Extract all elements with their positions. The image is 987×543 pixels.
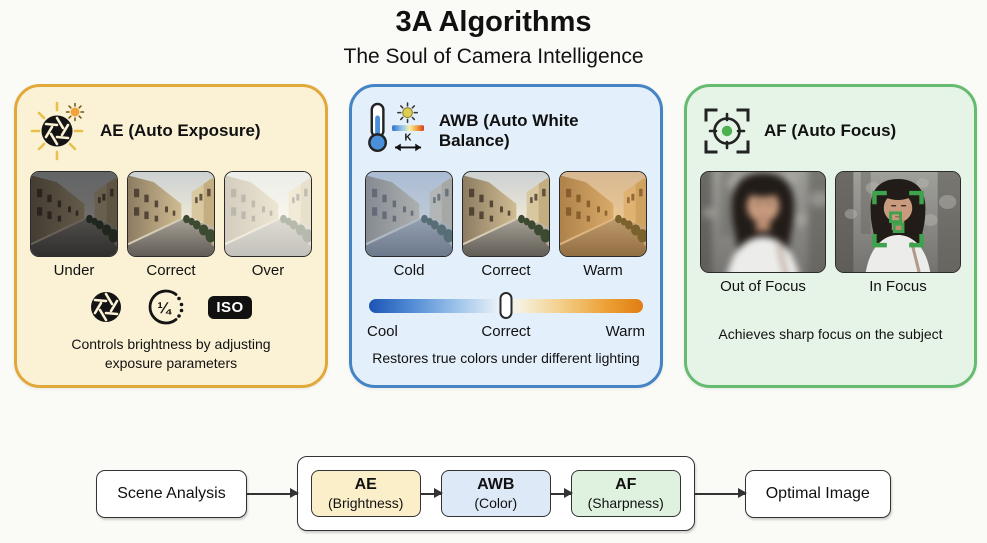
flow-step-af: AF (Sharpness) bbox=[570, 470, 681, 517]
af-panel-title: AF (Auto Focus) bbox=[764, 121, 897, 140]
af-label-in-focus: In Focus bbox=[869, 278, 927, 295]
awb-thumbs: Cold Correct Warm bbox=[365, 171, 647, 279]
header: 3A Algorithms The Soul of Camera Intelli… bbox=[0, 0, 987, 69]
white-balance-slider bbox=[369, 292, 643, 319]
ae-over-column: Over bbox=[224, 171, 312, 279]
3a-pipeline-group: AE (Brightness) AWB (Color) AF (Sharpnes… bbox=[296, 456, 695, 531]
ae-panel-header: AE (Auto Exposure) bbox=[30, 97, 312, 165]
optimal-image-box: Optimal Image bbox=[744, 469, 891, 518]
awb-label-warm: Warm bbox=[583, 262, 623, 279]
processing-pipeline: Scene Analysis AE (Brightness) AWB (Colo… bbox=[0, 456, 987, 531]
flow-step-ae: AE (Brightness) bbox=[310, 470, 421, 517]
arrow-ae-to-awb bbox=[420, 488, 443, 498]
flow-step-awb-sub: (Color) bbox=[474, 495, 518, 511]
exposure-parameter-icons: ¼ ISO bbox=[30, 289, 312, 325]
flow-step-awb-abbr: AWB bbox=[477, 476, 515, 493]
kelvin-label: K bbox=[405, 133, 412, 144]
flow-step-af-sub: (Sharpness) bbox=[587, 495, 664, 511]
arrow-to-pipeline bbox=[246, 488, 299, 498]
af-out-of-focus-column: Out of Focus bbox=[700, 171, 826, 295]
slider-label-warm: Warm bbox=[605, 323, 646, 340]
correct-exposure-street-image bbox=[127, 171, 215, 257]
panel-af: AF (Auto Focus) Out of Focus bbox=[684, 84, 977, 388]
flow-step-awb: AWB (Color) bbox=[440, 470, 551, 517]
shutter-fraction-label: ¼ bbox=[158, 300, 173, 317]
correct-white-balance-street-image bbox=[462, 171, 550, 257]
af-thumbs: Out of Focus bbox=[700, 171, 961, 295]
panel-awb: K AWB (Auto White Balance) Cold bbox=[349, 84, 663, 388]
aperture-icon bbox=[91, 292, 122, 322]
overexposed-street-image bbox=[224, 171, 312, 257]
flow-step-af-abbr: AF bbox=[615, 476, 637, 493]
scene-analysis-box: Scene Analysis bbox=[96, 469, 247, 518]
ae-label-under: Under bbox=[53, 262, 95, 279]
slider-label-cool: Cool bbox=[367, 323, 398, 340]
awb-cold-column: Cold bbox=[365, 171, 453, 279]
af-caption: Achieves sharp focus on the subject bbox=[718, 326, 943, 342]
awb-caption: Restores true colors under different lig… bbox=[372, 350, 640, 366]
af-in-focus-column: In Focus bbox=[835, 171, 961, 295]
af-panel-header: AF (Auto Focus) bbox=[700, 97, 961, 165]
page-title: 3A Algorithms bbox=[395, 6, 592, 38]
panels-row: AE (Auto Exposure) Under Correct bbox=[0, 84, 987, 388]
ae-label-correct: Correct bbox=[146, 262, 196, 279]
cold-white-balance-street-image bbox=[365, 171, 453, 257]
iso-badge: ISO bbox=[208, 295, 252, 319]
awb-warm-column: Warm bbox=[559, 171, 647, 279]
ae-thumbs: Under Correct Over bbox=[30, 171, 312, 279]
ae-panel-title: AE (Auto Exposure) bbox=[100, 121, 261, 140]
ae-label-over: Over bbox=[251, 262, 285, 279]
flow-step-ae-sub: (Brightness) bbox=[328, 495, 404, 511]
ae-caption: Controls brightness by adjusting exposur… bbox=[71, 336, 271, 371]
slider-label-correct: Correct bbox=[481, 323, 531, 340]
af-label-out-of-focus: Out of Focus bbox=[720, 278, 806, 295]
in-focus-portrait-image bbox=[835, 171, 961, 273]
awb-correct-column: Correct bbox=[462, 171, 550, 279]
awb-label-correct: Correct bbox=[481, 262, 531, 279]
slider-handle bbox=[499, 292, 513, 319]
arrow-awb-to-af bbox=[550, 488, 573, 498]
ae-correct-column: Correct bbox=[127, 171, 215, 279]
awb-panel-title: AWB (Auto White Balance) bbox=[438, 111, 579, 150]
aperture-sun-icon bbox=[30, 101, 85, 161]
thermometer-kelvin-icon: K bbox=[368, 102, 424, 153]
ae-under-column: Under bbox=[30, 171, 118, 279]
arrow-to-output bbox=[694, 488, 747, 498]
underexposed-street-image bbox=[30, 171, 118, 257]
out-of-focus-portrait-image bbox=[700, 171, 826, 273]
awb-label-cold: Cold bbox=[393, 262, 425, 279]
awb-panel-header: K AWB (Auto White Balance) bbox=[365, 97, 647, 165]
shutter-speed-icon: ¼ bbox=[148, 289, 184, 325]
slider-labels: Cool Correct Warm bbox=[367, 323, 645, 340]
flow-step-ae-abbr: AE bbox=[354, 476, 377, 493]
panel-ae: AE (Auto Exposure) Under Correct bbox=[14, 84, 328, 388]
page-subtitle: The Soul of Camera Intelligence bbox=[343, 45, 644, 68]
focus-reticle-icon bbox=[704, 108, 750, 154]
warm-white-balance-street-image bbox=[559, 171, 647, 257]
